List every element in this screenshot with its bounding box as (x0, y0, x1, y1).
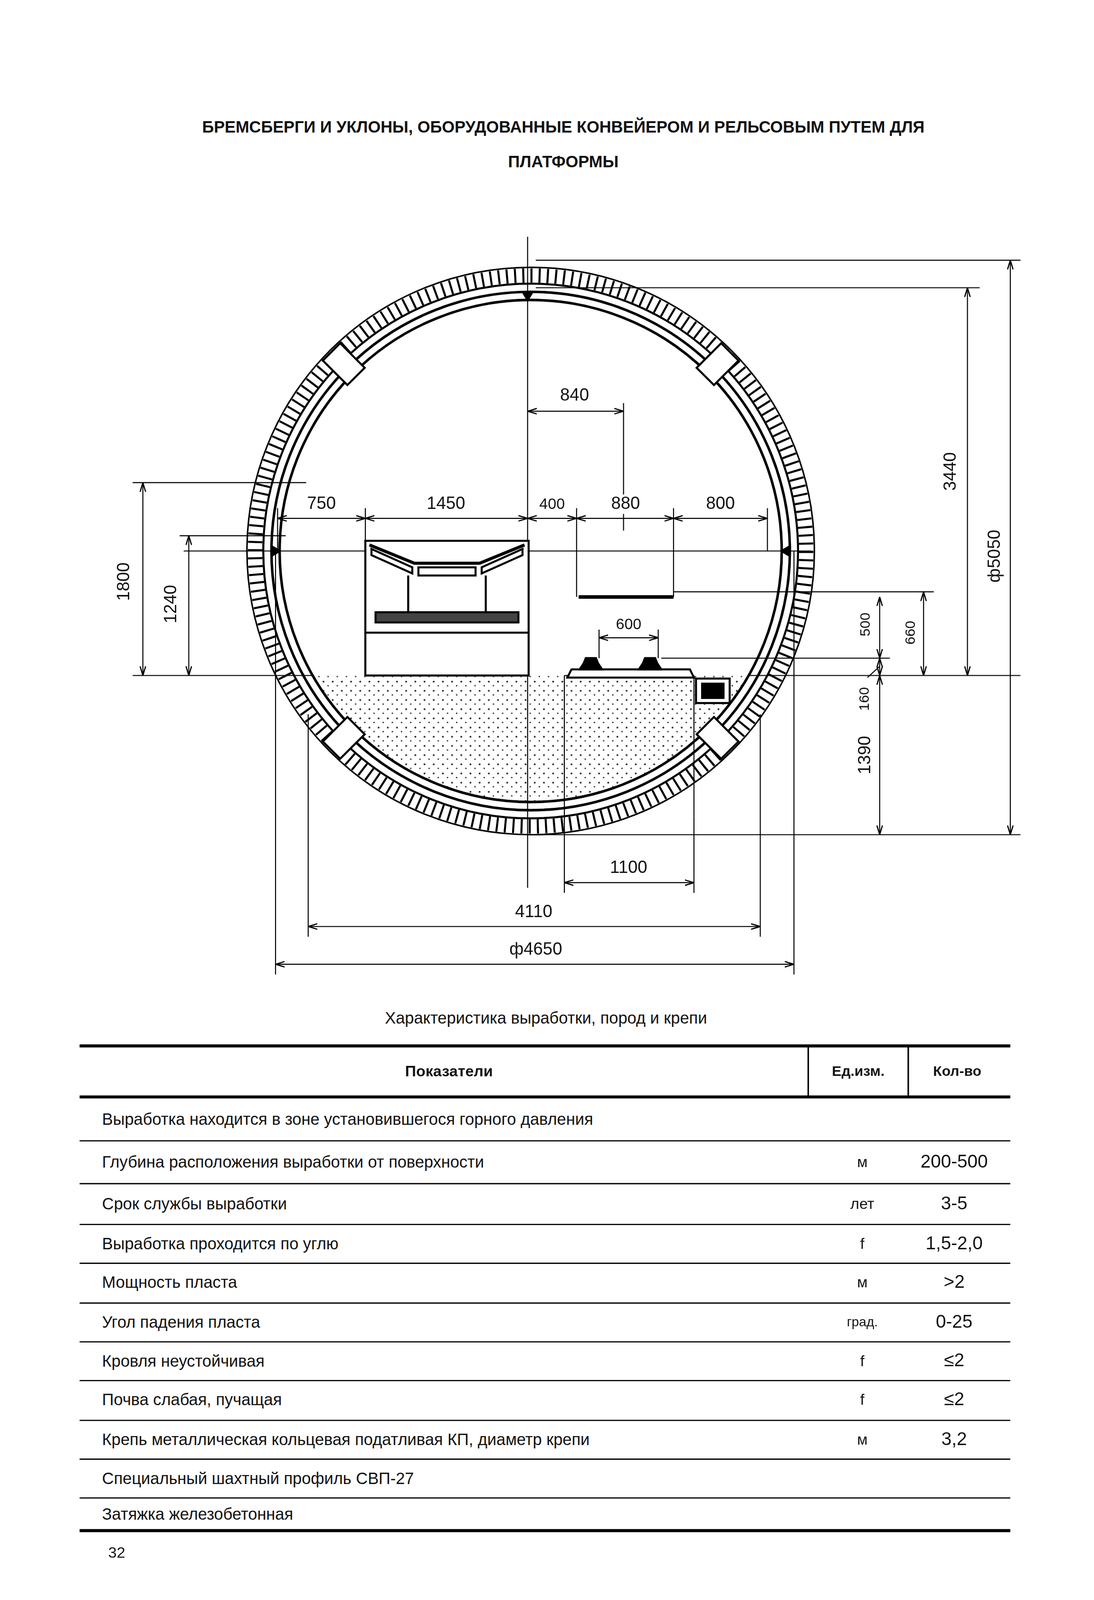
table-cell-label: м (855, 1430, 870, 1448)
table-cell-label: >2 (941, 1272, 967, 1293)
table-cell-label: f (858, 1235, 867, 1252)
drawing-title: БРЕМСБЕРГИ И УКЛОНЫ, ОБОРУДОВАННЫЕ КОНВЕ… (170, 110, 957, 180)
table-cell-label: 3-5 (938, 1193, 970, 1215)
table-cell-label: f (858, 1352, 867, 1370)
dimension-label: 1450 (424, 494, 468, 514)
table-cell-label: 0-25 (933, 1312, 975, 1333)
table-header-label: Ед.изм. (829, 1063, 887, 1079)
table-cell-label: 3,2 (939, 1429, 969, 1450)
dimension-label: 3440 (941, 449, 961, 493)
table-cell-label: f (858, 1390, 867, 1408)
extension-lines (132, 260, 1021, 975)
dimension-label: 160 (856, 684, 873, 714)
dimension-label: 4110 (513, 902, 555, 922)
table-cell-label: ≤2 (941, 1350, 967, 1371)
table-cell-label: Глубина расположения выработки от поверх… (100, 1152, 487, 1171)
ballast-fill (312, 675, 749, 802)
table-rules (79, 1045, 1011, 1531)
table-cell-label: ≤2 (941, 1389, 967, 1410)
table-cell-label: Специальный шахтный профиль СВП-27 (100, 1469, 417, 1488)
page-number-label: 32 (105, 1543, 127, 1561)
table-cell-label: 1,5-2,0 (923, 1233, 985, 1254)
axis-lines (183, 236, 812, 888)
table-cell-label: Мощность пласта (100, 1273, 240, 1292)
table-cell-label: Крепь металлическая кольцевая податливая… (100, 1430, 592, 1449)
table-cell-label: Выработка проходится по углю (100, 1234, 341, 1253)
table-cell-label: Выработка находится в зоне установившего… (100, 1110, 596, 1129)
table-cell-label: 200-500 (918, 1151, 990, 1173)
table-cell-label: м (855, 1273, 870, 1291)
table-cell-label: Срок службы выработки (100, 1194, 290, 1213)
dimension-label: 500 (857, 610, 874, 639)
table-cell-label: Угол падения пласта (100, 1312, 263, 1332)
dimension-label: 400 (537, 495, 567, 513)
dimension-label: 1240 (161, 582, 181, 626)
dimension-label: 880 (608, 494, 643, 514)
table-cell-label: Почва слабая, пучащая (100, 1390, 285, 1409)
ring-marks (271, 291, 790, 557)
dimension-label: 800 (703, 494, 738, 514)
table-cell-label: Кровля неустойчивая (100, 1351, 267, 1370)
leader-line (867, 665, 880, 678)
dimension-label: 1390 (856, 733, 876, 777)
table-cell-label: Затяжка железобетонная (100, 1504, 296, 1523)
dimension-label: ф5050 (985, 527, 1005, 585)
dimension-label: 600 (613, 615, 644, 633)
belt-conveyor (365, 540, 529, 676)
platform-clearance (578, 594, 674, 599)
table-cell-label: м (855, 1153, 870, 1171)
dimension-label: 840 (558, 386, 592, 406)
table-cell-label: град. (844, 1314, 880, 1330)
table-header-label: Кол-во (931, 1063, 984, 1079)
dimension-label: 1800 (114, 560, 134, 603)
table-cell-label: лет (848, 1195, 877, 1212)
table-caption-label: Характеристика выработки, пород и крепи (382, 1008, 710, 1028)
dimension-label: ф4650 (507, 940, 565, 960)
table-header-label: Показатели (403, 1062, 495, 1080)
rail-track (564, 657, 730, 817)
dimension-lines (142, 260, 1011, 965)
dimension-label: 1100 (608, 858, 650, 878)
dimension-label: 750 (304, 494, 339, 514)
dimension-label: 660 (902, 618, 919, 647)
